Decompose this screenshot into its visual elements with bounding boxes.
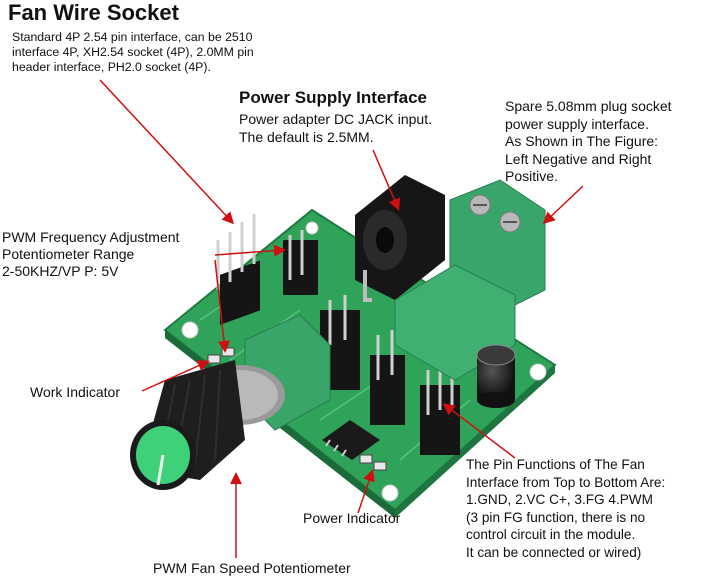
- pwm-frequency-label: PWM Frequency Adjustment Potentiometer R…: [2, 229, 180, 279]
- knob: [130, 360, 245, 490]
- fan-socket-arrow: [99, 79, 235, 225]
- pin-functions-description: The Pin Functions of The Fan Interface f…: [466, 457, 666, 560]
- power-supply-description: Power adapter DC JACK input. The default…: [239, 111, 432, 145]
- dc-jack-arrow: [372, 149, 400, 211]
- work-indicator-arrow: [141, 360, 210, 392]
- fan-wire-socket-title: Fan Wire Socket: [8, 0, 179, 25]
- electrolytic-capacitor: [476, 344, 516, 408]
- pwm-freq-arrow: [214, 244, 286, 257]
- callout-arrows: [99, 79, 584, 558]
- pin-func-arrow: [442, 403, 516, 459]
- power-indicator-label: Power Indicator: [303, 510, 401, 526]
- power-led: [359, 454, 387, 471]
- fan-pin-header: [216, 214, 318, 325]
- ic-chip: [322, 420, 380, 460]
- spare-socket-description: Spare 5.08mm plug socket power supply in…: [505, 98, 672, 184]
- dc-jack: [355, 175, 445, 302]
- power-indicator-arrow: [357, 469, 375, 514]
- work-indicator-label: Work Indicator: [30, 384, 120, 400]
- power-supply-title: Power Supply Interface: [239, 88, 427, 107]
- pwm-speed-potentiometer-label: PWM Fan Speed Potentiometer: [153, 560, 351, 576]
- pwm-freq-arrow-2: [214, 259, 230, 353]
- fan-wire-socket-description: Standard 4P 2.54 pin interface, can be 2…: [12, 30, 254, 74]
- terminal-arrow: [542, 185, 584, 225]
